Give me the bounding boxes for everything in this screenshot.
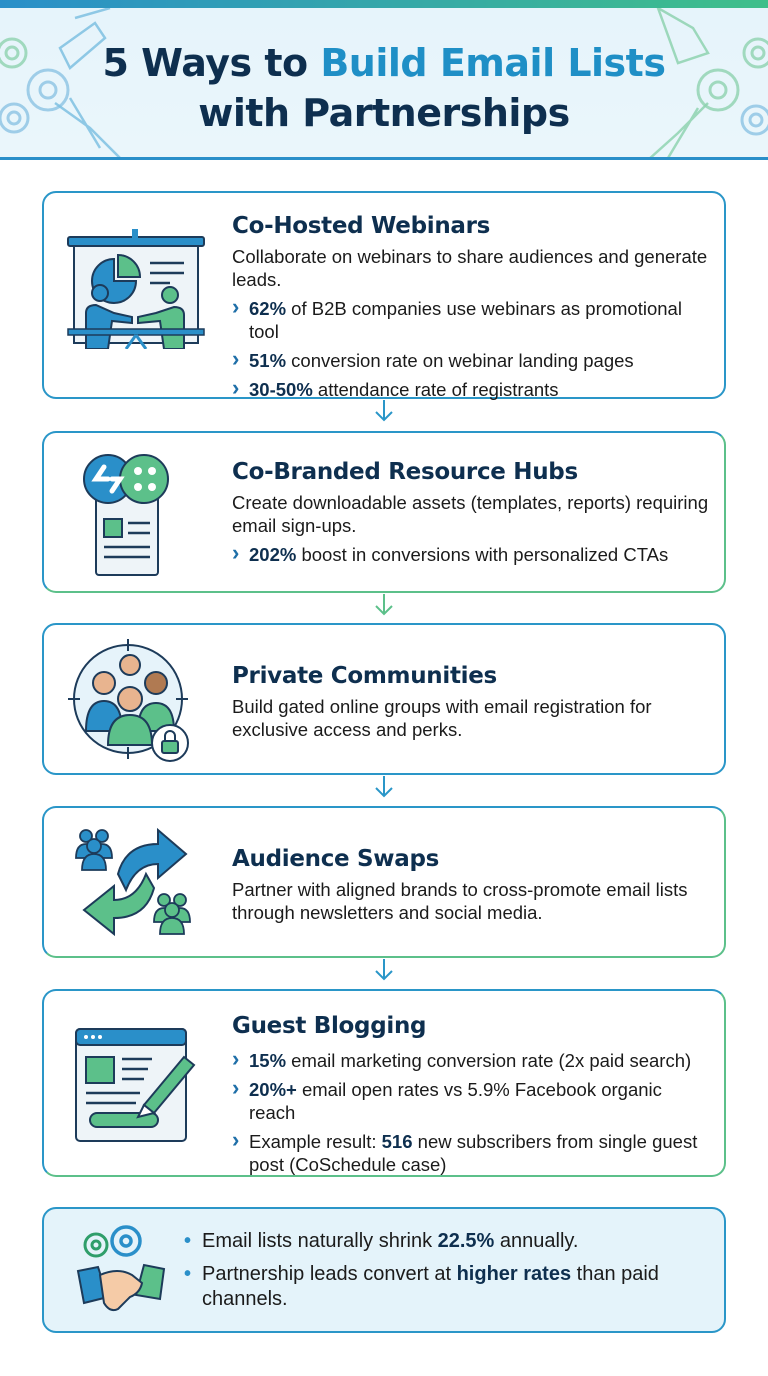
stats-list: 62% of B2B companies use webinars as pro… <box>232 295 710 401</box>
flow-arrow-down-icon <box>375 594 393 616</box>
card-title: Co-Hosted Webinars <box>232 213 491 239</box>
co-branded-document-icon <box>83 454 169 576</box>
title-line2: with Partnerships <box>198 91 570 135</box>
audience-swap-arrows-icon <box>75 827 191 937</box>
stat-item: 30-50% attendance rate of registrants <box>232 376 710 401</box>
top-accent-bar <box>0 0 768 8</box>
card-title: Co-Branded Resource Hubs <box>232 459 578 485</box>
summary-panel: Email lists naturally shrink 22.5% annua… <box>42 1207 726 1333</box>
stat-item: 62% of B2B companies use webinars as pro… <box>232 295 710 343</box>
flow-arrow-down-icon <box>375 400 393 422</box>
summary-stat: 22.5% <box>437 1230 495 1252</box>
stat-text: of B2B companies use webinars as promoti… <box>249 298 682 342</box>
stat-value: 62% <box>249 298 287 319</box>
stat-item: 51% conversion rate on webinar landing p… <box>232 347 710 372</box>
stats-list: 202% boost in conversions with personali… <box>232 541 710 566</box>
gear-hands-decoration-left-icon <box>0 8 121 157</box>
guest-blog-pen-icon <box>75 1028 196 1142</box>
summary-text: Partnership leads convert at <box>202 1263 457 1285</box>
webinar-presentation-icon <box>67 229 205 349</box>
stats-list: 15% email marketing conversion rate (2x … <box>232 1047 710 1176</box>
summary-text: Email lists naturally shrink <box>202 1230 438 1252</box>
card-description: Create downloadable assets (templates, r… <box>232 492 709 536</box>
card-description: Build gated online groups with email reg… <box>232 696 652 740</box>
summary-text: than paid channels. <box>202 1263 659 1310</box>
stat-item: 15% email marketing conversion rate (2x … <box>232 1047 710 1072</box>
card-co-hosted-webinars: Co-Hosted Webinars Collaborate on webina… <box>42 191 726 401</box>
summary-item: Email lists naturally shrink 22.5% annua… <box>184 1229 704 1254</box>
card-co-branded-resource-hubs: Co-Branded Resource Hubs Create download… <box>42 431 726 593</box>
card-description: Partner with aligned brands to cross-pro… <box>232 879 688 923</box>
card-title: Audience Swaps <box>232 846 440 872</box>
header-banner: 5 Ways to Build Email Lists with Partner… <box>0 8 768 160</box>
stat-text: new subscribers from single guest post (… <box>249 1131 698 1175</box>
page-title: 5 Ways to Build Email Lists with Partner… <box>0 38 768 138</box>
card-title: Guest Blogging <box>232 1013 427 1039</box>
gear-hands-decoration-right-icon <box>649 8 768 157</box>
stat-value: 30-50% <box>249 379 313 400</box>
card-audience-swaps: Audience Swaps Partner with aligned bran… <box>42 806 726 958</box>
card-title: Private Communities <box>232 663 497 689</box>
private-community-lock-icon <box>68 639 189 762</box>
title-accent: Build Email Lists <box>320 41 666 85</box>
stat-text: conversion rate on webinar landing pages <box>286 350 634 371</box>
stat-value: 202% <box>249 544 297 565</box>
stat-value: 20%+ <box>249 1079 297 1100</box>
summary-stat: higher rates <box>456 1263 572 1285</box>
summary-item: Partnership leads convert at higher rate… <box>184 1262 704 1312</box>
stat-text: attendance rate of registrants <box>312 379 559 400</box>
card-guest-blogging: Guest Blogging 15% email marketing conve… <box>42 989 726 1177</box>
card-description: Collaborate on webinars to share audienc… <box>232 246 708 290</box>
stat-prefix: Example result: <box>249 1131 382 1152</box>
gears-handshake-icon <box>76 1225 166 1312</box>
stat-value: 15% <box>249 1050 287 1071</box>
stat-text: boost in conversions with personalized C… <box>296 544 669 565</box>
summary-text: annually. <box>494 1230 579 1252</box>
stat-value: 516 <box>381 1131 413 1152</box>
card-private-communities: Private Communities Build gated online g… <box>42 623 726 775</box>
stat-text: email marketing conversion rate (2x paid… <box>286 1050 692 1071</box>
stat-item: 20%+ email open rates vs 5.9% Facebook o… <box>232 1076 710 1124</box>
stat-value: 51% <box>249 350 287 371</box>
stat-item: Example result: 516 new subscribers from… <box>232 1128 710 1176</box>
flow-arrow-down-icon <box>375 776 393 798</box>
stat-item: 202% boost in conversions with personali… <box>232 541 710 566</box>
stat-text: email open rates vs 5.9% Facebook organi… <box>249 1079 662 1123</box>
flow-arrow-down-icon <box>375 959 393 981</box>
summary-list: Email lists naturally shrink 22.5% annua… <box>184 1229 704 1320</box>
title-part1: 5 Ways to <box>102 41 321 85</box>
